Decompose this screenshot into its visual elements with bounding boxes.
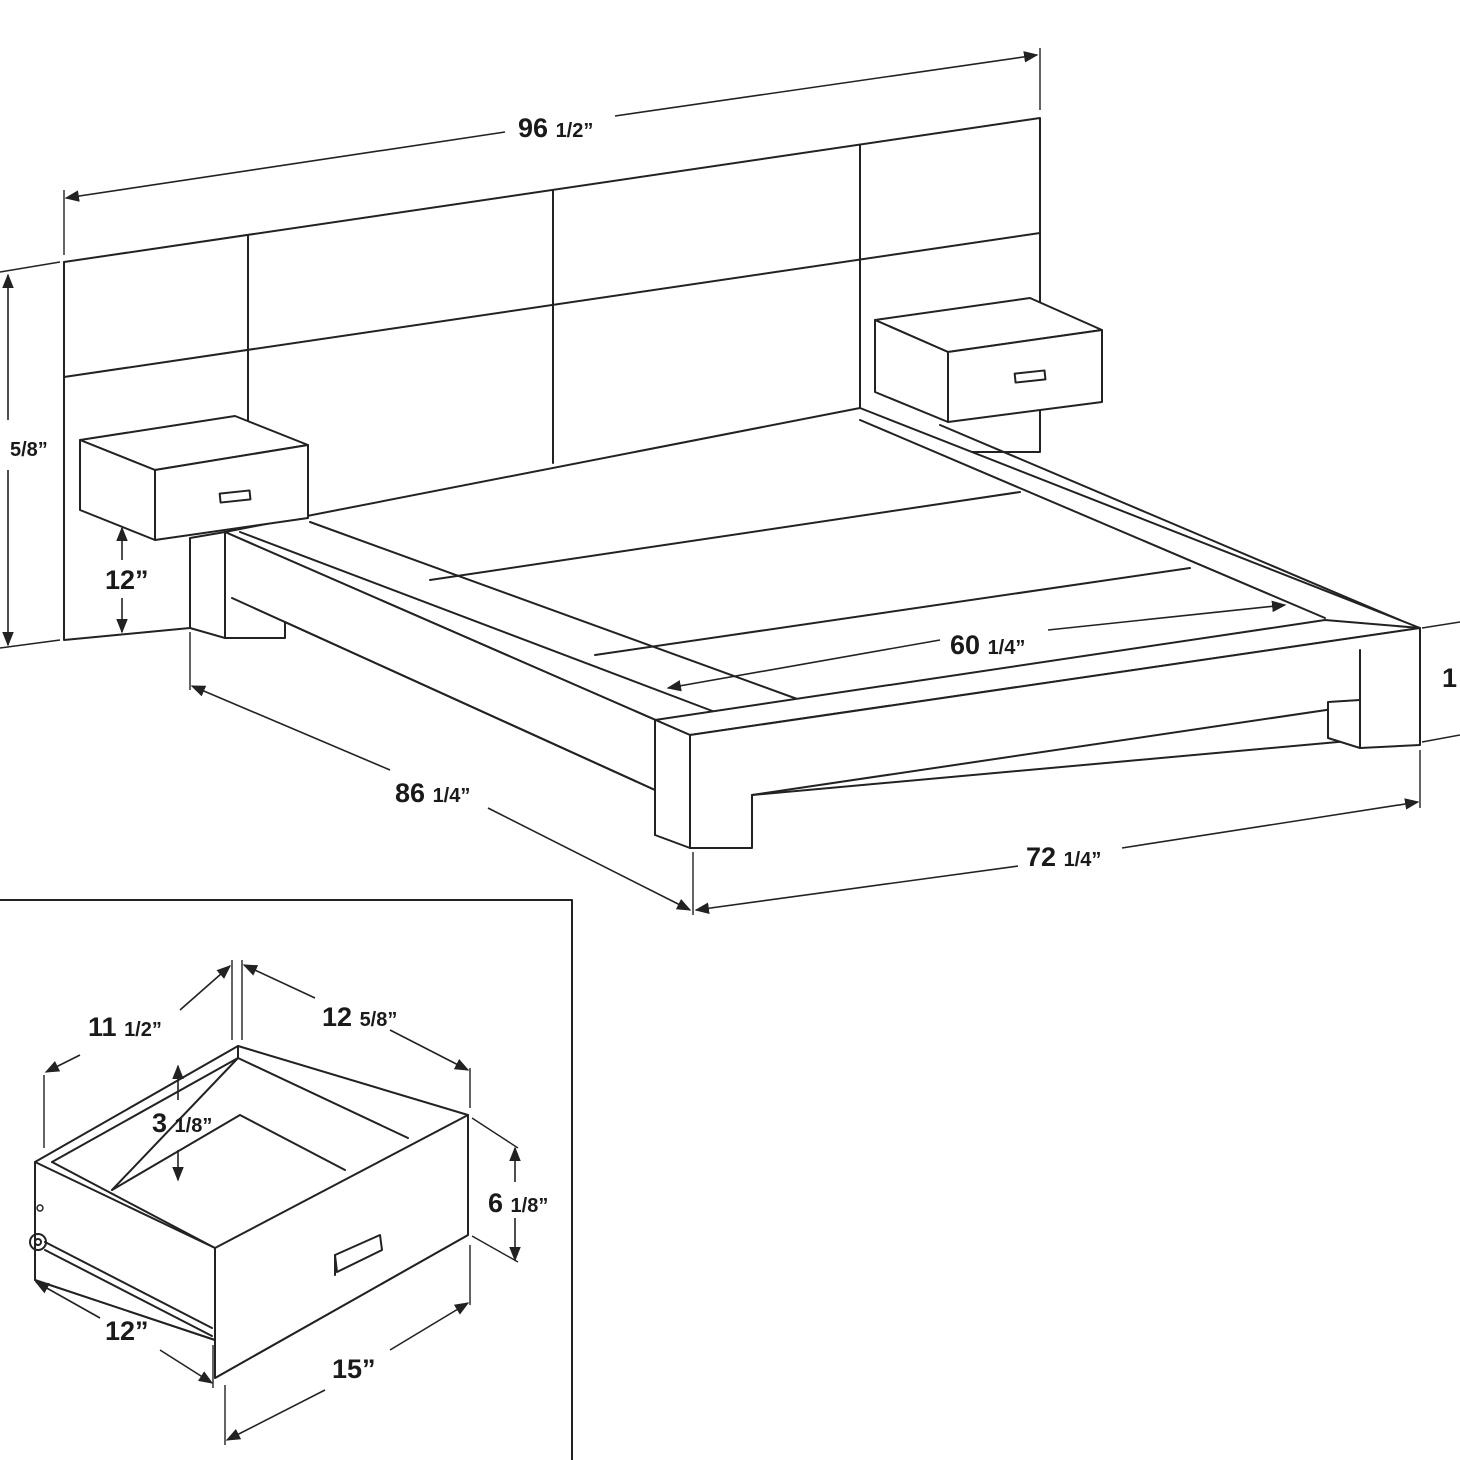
slide-roller-icon — [29, 1233, 47, 1251]
svg-text:96 1/2”: 96 1/2” — [518, 113, 593, 143]
nightstand-right — [874, 297, 1103, 423]
svg-text:5/8”: 5/8” — [10, 439, 48, 461]
svg-text:11 1/2”: 11 1/2” — [88, 1012, 162, 1042]
svg-text:72 1/4”: 72 1/4” — [1026, 842, 1101, 872]
svg-text:12 5/8”: 12 5/8” — [322, 1002, 397, 1032]
dimension-nightstand-clearance: 12” — [105, 526, 149, 634]
dimension-drawer-inner-height: 3 1/8” — [152, 1064, 212, 1182]
dimension-drawer-side-length: 12” — [34, 1281, 214, 1388]
dimension-bed-width: 72 1/4” — [694, 750, 1421, 914]
drawer-handle-icon — [1013, 369, 1047, 384]
dimension-drawer-front-width: 15” — [224, 1245, 471, 1445]
svg-text:6 1/8”: 6 1/8” — [488, 1188, 548, 1218]
svg-text:1: 1 — [1442, 663, 1457, 693]
screw-icon — [36, 1204, 44, 1212]
dimension-bed-length: 86 1/4” — [189, 632, 694, 915]
svg-text:12”: 12” — [105, 1316, 149, 1346]
nightstand-left — [79, 415, 309, 541]
dimension-drawer-front-height: 6 1/8” — [471, 1117, 548, 1263]
bed-frame — [189, 407, 1421, 849]
dimension-headboard-height: 5/8” — [0, 261, 61, 649]
svg-text:60 1/4”: 60 1/4” — [950, 630, 1025, 660]
svg-text:86 1/4”: 86 1/4” — [395, 778, 470, 808]
drawer-handle-icon — [334, 1234, 383, 1273]
svg-text:15”: 15” — [332, 1354, 376, 1384]
svg-text:12”: 12” — [105, 565, 149, 595]
svg-text:3 1/8”: 3 1/8” — [152, 1108, 212, 1138]
dimension-total-width: 96 1/2” — [63, 48, 1041, 255]
drawer-handle-icon — [218, 489, 252, 504]
dimension-frame-height: 1 — [1421, 621, 1460, 743]
dimension-slat-width: 60 1/4” — [666, 600, 1287, 692]
drawer-detail-inset — [0, 899, 573, 1460]
dimension-drawer-depth: 11 1/2” — [43, 960, 233, 1148]
dimension-drawer-width: 12 5/8” — [241, 960, 471, 1108]
